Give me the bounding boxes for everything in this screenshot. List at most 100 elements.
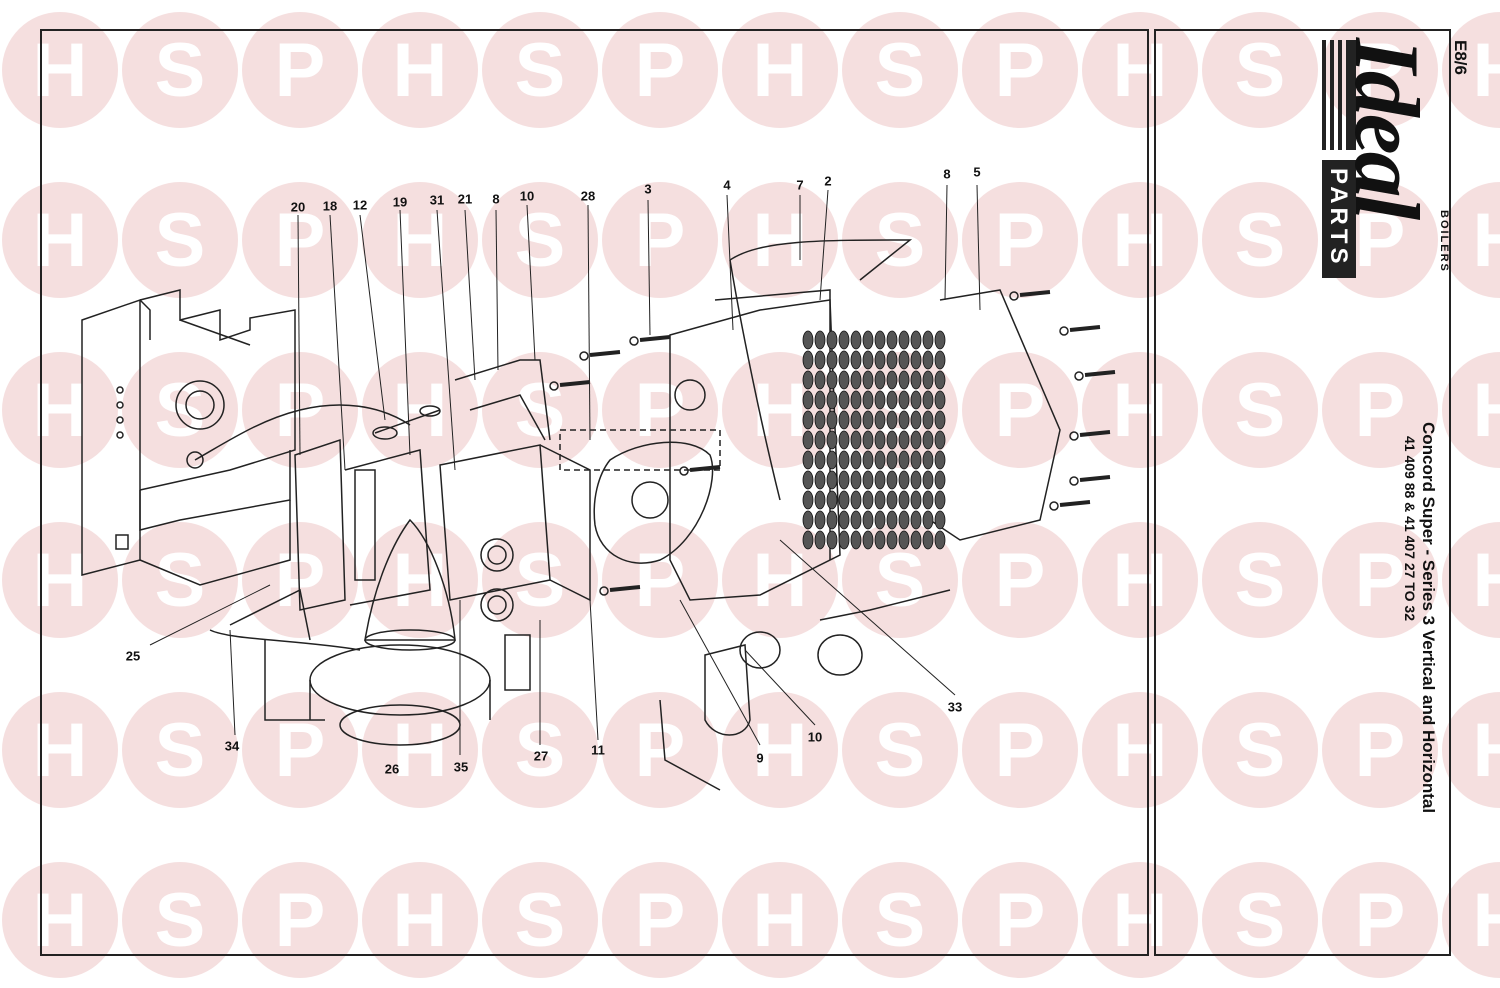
coil-fin (802, 470, 814, 490)
watermark-mark: H (1082, 12, 1198, 128)
callout-27: 27 (533, 748, 549, 764)
watermark-mark: P (602, 862, 718, 978)
bolt-washer (1069, 431, 1079, 441)
callout-3: 3 (644, 181, 652, 197)
watermark-letter: P (995, 368, 1046, 453)
watermark-letter: S (155, 368, 206, 453)
coil-fin (862, 410, 874, 430)
bolt-washer (1009, 291, 1019, 301)
watermark-mark: S (842, 862, 958, 978)
coil-fin (886, 530, 898, 550)
coil-fin (838, 330, 850, 350)
watermark-letter: P (275, 198, 326, 283)
watermark-letter: P (635, 708, 686, 793)
coil-fin (814, 510, 826, 530)
watermark-letter: H (1113, 878, 1168, 963)
watermark-letter: S (875, 538, 926, 623)
watermark-mark: H (1442, 352, 1500, 468)
coil-fin (850, 370, 862, 390)
sheet-code: E8/6 (1451, 40, 1470, 75)
watermark-letter: P (635, 878, 686, 963)
callout-4: 4 (723, 177, 731, 193)
coil-fin (802, 510, 814, 530)
callout-35: 35 (453, 759, 469, 775)
fixing-bolts (549, 290, 1116, 596)
coil-fin (838, 390, 850, 410)
coil-fin (910, 350, 922, 370)
bolt-washer (1049, 501, 1059, 511)
coil-fin (850, 350, 862, 370)
coil-fin (922, 510, 934, 530)
watermark-mark: H (1442, 12, 1500, 128)
watermark-letter: H (753, 538, 808, 623)
bolt-shaft (1059, 500, 1091, 507)
watermark-mark: H (722, 692, 838, 808)
watermark-letter: S (875, 708, 926, 793)
watermark-letter: S (155, 198, 206, 283)
callout-20: 20 (290, 199, 306, 215)
coil-fin (874, 490, 886, 510)
watermark-mark: P (962, 12, 1078, 128)
coil-fin (898, 370, 910, 390)
watermark-mark: H (1082, 862, 1198, 978)
product-title: Concord Super - Series 3 Vertical and Ho… (1419, 422, 1438, 814)
coil-fin (862, 330, 874, 350)
callout-33: 33 (947, 699, 963, 715)
watermark-mark: P (602, 692, 718, 808)
coil-fin (862, 450, 874, 470)
watermark-mark: S (1202, 352, 1318, 468)
coil-fin (910, 390, 922, 410)
watermark-mark: P (1322, 692, 1438, 808)
watermark-letter: P (995, 878, 1046, 963)
coil-fin (898, 450, 910, 470)
coil-fin (802, 410, 814, 430)
watermark-letter: H (1113, 28, 1168, 113)
watermark-letter: S (515, 368, 566, 453)
bolt-shaft (589, 350, 621, 357)
watermark-mark: S (1202, 692, 1318, 808)
coil-fin (838, 490, 850, 510)
coil-fin (934, 350, 946, 370)
watermark-letter: S (875, 878, 926, 963)
coil-fin (874, 390, 886, 410)
coil-fin (934, 510, 946, 530)
coil-fin (922, 430, 934, 450)
watermark-letter: S (515, 878, 566, 963)
coil-fin (850, 470, 862, 490)
watermark-mark: P (602, 182, 718, 298)
coil-fin (886, 390, 898, 410)
watermark-letter: P (635, 198, 686, 283)
coil-fin (898, 490, 910, 510)
watermark-letter: S (515, 198, 566, 283)
coil-fin (802, 370, 814, 390)
coil-fin (862, 530, 874, 550)
bolt-washer (629, 336, 639, 346)
coil-fin (838, 450, 850, 470)
coil-fin (814, 470, 826, 490)
watermark-mark: H (722, 182, 838, 298)
coil-fin (838, 470, 850, 490)
watermark-mark: P (962, 692, 1078, 808)
watermark-mark: S (1202, 522, 1318, 638)
coil-fin (838, 430, 850, 450)
watermark-letter: H (1113, 708, 1168, 793)
watermark-mark: H (362, 692, 478, 808)
watermark-letter: P (275, 28, 326, 113)
coil-fin (826, 430, 838, 450)
callout-18: 18 (322, 198, 338, 214)
coil-fin (934, 370, 946, 390)
callout-5: 5 (973, 164, 981, 180)
bolt-shaft (559, 380, 591, 387)
coil-fin (874, 510, 886, 530)
coil-fin (862, 510, 874, 530)
watermark-letter: S (515, 28, 566, 113)
watermark-letter: H (1113, 368, 1168, 453)
watermark-mark: P (962, 862, 1078, 978)
watermark-mark: P (602, 12, 718, 128)
coil-fin (886, 350, 898, 370)
coil-fin (850, 330, 862, 350)
watermark-mark: S (482, 692, 598, 808)
coil-fin (850, 410, 862, 430)
coil-fin (814, 410, 826, 430)
watermark-letter: P (995, 198, 1046, 283)
